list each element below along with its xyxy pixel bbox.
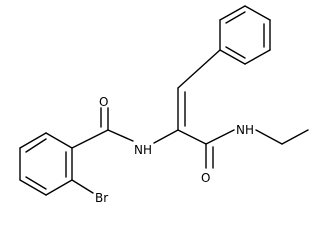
bond-ph-4 bbox=[244, 49, 271, 65]
bond-ar-double-2 bbox=[25, 176, 47, 190]
bond-ar-double-3 bbox=[25, 138, 47, 153]
bond-ph-2 bbox=[244, 5, 271, 21]
structure-canvas: O NH NH O Br bbox=[19, 5, 309, 205]
bromophenyl-ring bbox=[19, 132, 73, 196]
atom-oxygen-2: O bbox=[201, 171, 210, 185]
structure-diagram: O NH NH O Br bbox=[19, 5, 309, 205]
bond-c2-nh2 bbox=[205, 129, 235, 145]
bond-ph-5 bbox=[219, 49, 246, 65]
bond-phenyl-vinyl bbox=[177, 49, 221, 89]
bond-ch2-ch3 bbox=[281, 129, 309, 145]
atom-bromine: Br bbox=[95, 191, 108, 205]
bond-ph-double-1 bbox=[225, 11, 246, 24]
bond-c-c2 bbox=[177, 129, 207, 145]
bond-ar-br bbox=[71, 179, 94, 194]
atom-nitrogen-2: NH bbox=[236, 123, 254, 137]
bond-c-aryl bbox=[71, 129, 109, 149]
bond-ar-2 bbox=[45, 179, 73, 196]
atom-oxygen-1: O bbox=[99, 95, 108, 109]
bond-ph-1 bbox=[219, 5, 246, 21]
bond-nh1-c bbox=[107, 129, 134, 142]
atom-nitrogen-1: NH bbox=[134, 143, 152, 157]
bond-ar-3 bbox=[19, 179, 47, 196]
bond-ph-double-3 bbox=[225, 46, 246, 59]
bond-ar-5 bbox=[19, 132, 47, 149]
bond-nh2-ch2 bbox=[255, 129, 283, 145]
bond-c-nh1 bbox=[153, 129, 179, 144]
bond-ar-6 bbox=[45, 132, 73, 149]
phenyl-ring bbox=[219, 5, 271, 65]
